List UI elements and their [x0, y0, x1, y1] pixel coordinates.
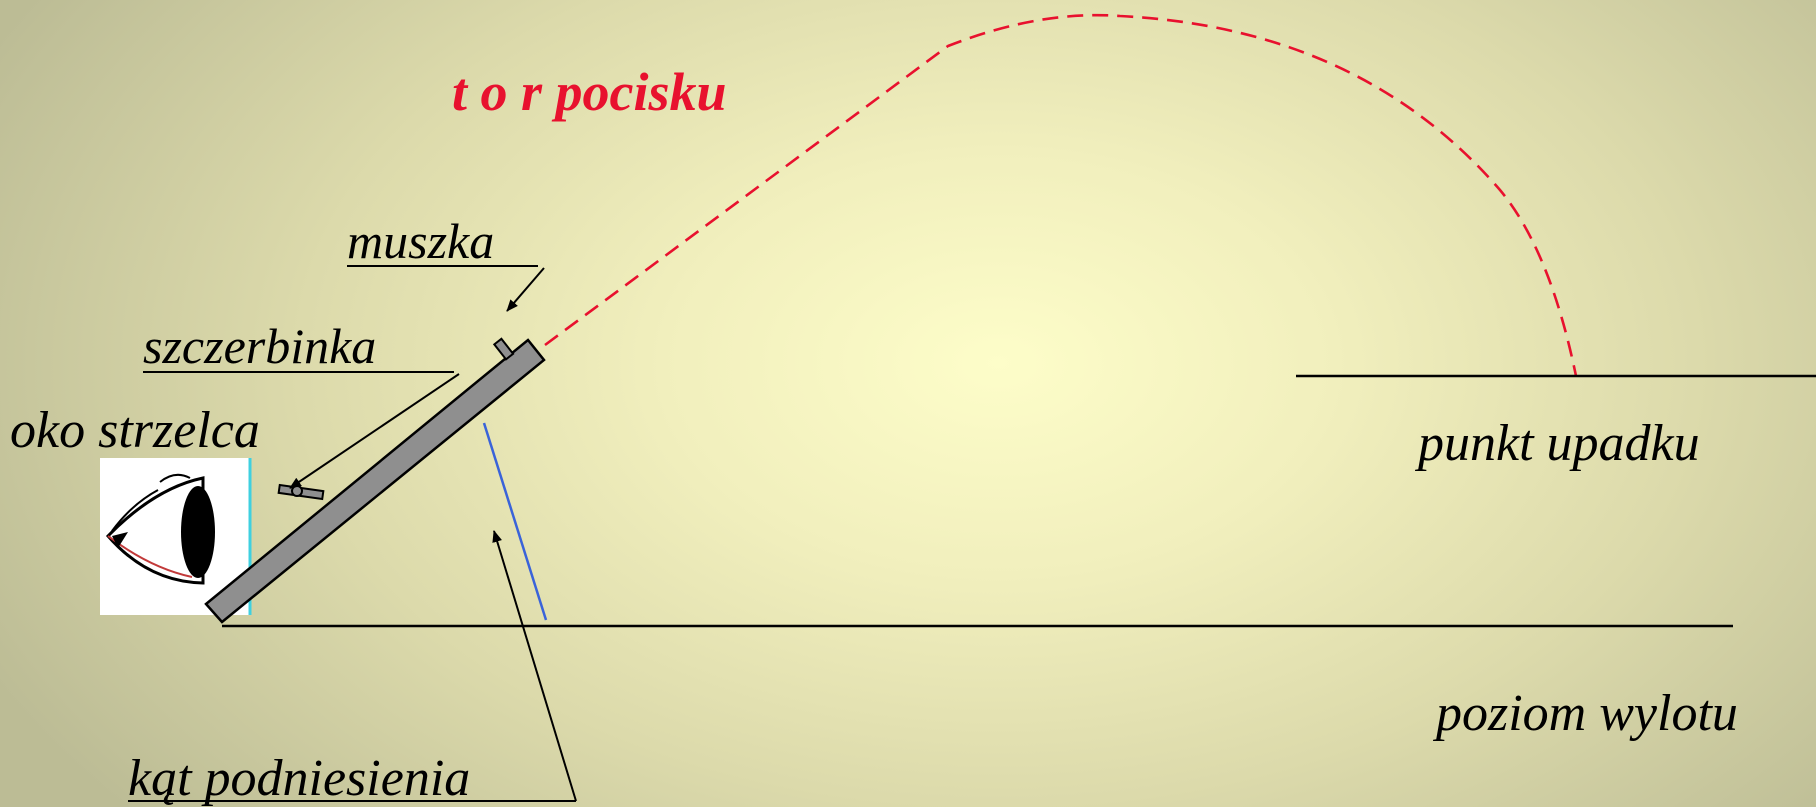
label-oko-strzelca: oko strzelca	[10, 402, 260, 459]
elevation-angle-line	[482, 422, 548, 621]
rear-sight	[277, 483, 325, 501]
label-kat-podniesienia: kąt podniesienia	[128, 750, 470, 807]
label-poziom-wylotu: poziom wylotu	[1432, 685, 1738, 742]
label-punkt-upadku: punkt upadku	[1414, 415, 1700, 472]
trajectory-title: t o r pocisku	[452, 62, 727, 122]
trajectory-curve	[544, 13, 1578, 377]
arrow-to-front-sight	[506, 267, 545, 312]
front-sight	[492, 337, 515, 361]
rifle-barrel	[204, 338, 546, 624]
arrow-to-rear-sight	[289, 373, 460, 489]
label-szczerbinka: szczerbinka	[143, 318, 376, 374]
arrow-to-elevation-angle	[492, 530, 577, 802]
label-muszka: muszka	[347, 213, 494, 269]
